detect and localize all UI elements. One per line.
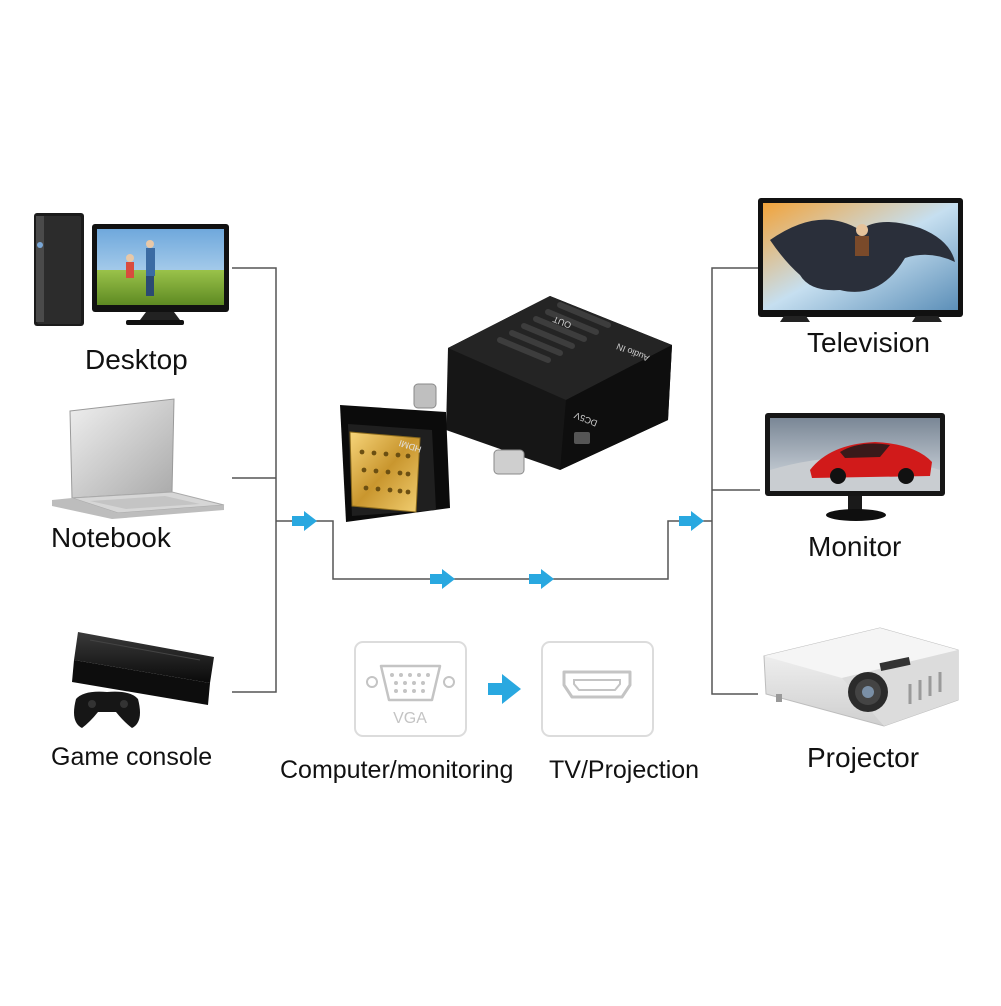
desktop-label: Desktop (85, 344, 188, 375)
dc-port (574, 432, 590, 444)
vga-port-label: VGA (393, 710, 427, 727)
gamepad-icon (74, 691, 140, 728)
flow-arrow-icon (529, 569, 554, 589)
hdmi-port-icon (541, 641, 654, 737)
connector-lines (232, 267, 760, 695)
conversion-arrow-icon (488, 674, 521, 704)
television-image (758, 198, 963, 322)
adapter-vents (497, 302, 611, 363)
game-console-label: Game console (51, 743, 212, 771)
notebook-label: Notebook (51, 522, 172, 553)
notebook-image (52, 398, 225, 519)
flow-arrows (292, 511, 704, 589)
television-label: Television (807, 327, 930, 358)
output-bus-line (711, 267, 758, 695)
monitor-label: Monitor (808, 531, 901, 562)
vga-to-hdmi-adapter: OUT Audio IN DC5V HDMI (340, 296, 672, 522)
game-console-image (72, 632, 214, 728)
monitor-image (765, 413, 945, 521)
thumbscrew (413, 383, 437, 409)
vga-port-icon: VGA (354, 641, 467, 737)
thumbscrew (493, 449, 525, 475)
projector-image (763, 627, 959, 727)
to-caption: TV/Projection (549, 756, 699, 784)
desktop-image (34, 213, 229, 326)
signal-path-line (276, 520, 712, 580)
source-bus-line (232, 267, 277, 693)
flow-arrow-icon (430, 569, 455, 589)
flow-arrow-icon (679, 511, 704, 531)
from-caption: Computer/monitoring (280, 756, 513, 784)
projector-label: Projector (807, 742, 919, 773)
flow-arrow-icon (292, 511, 317, 531)
